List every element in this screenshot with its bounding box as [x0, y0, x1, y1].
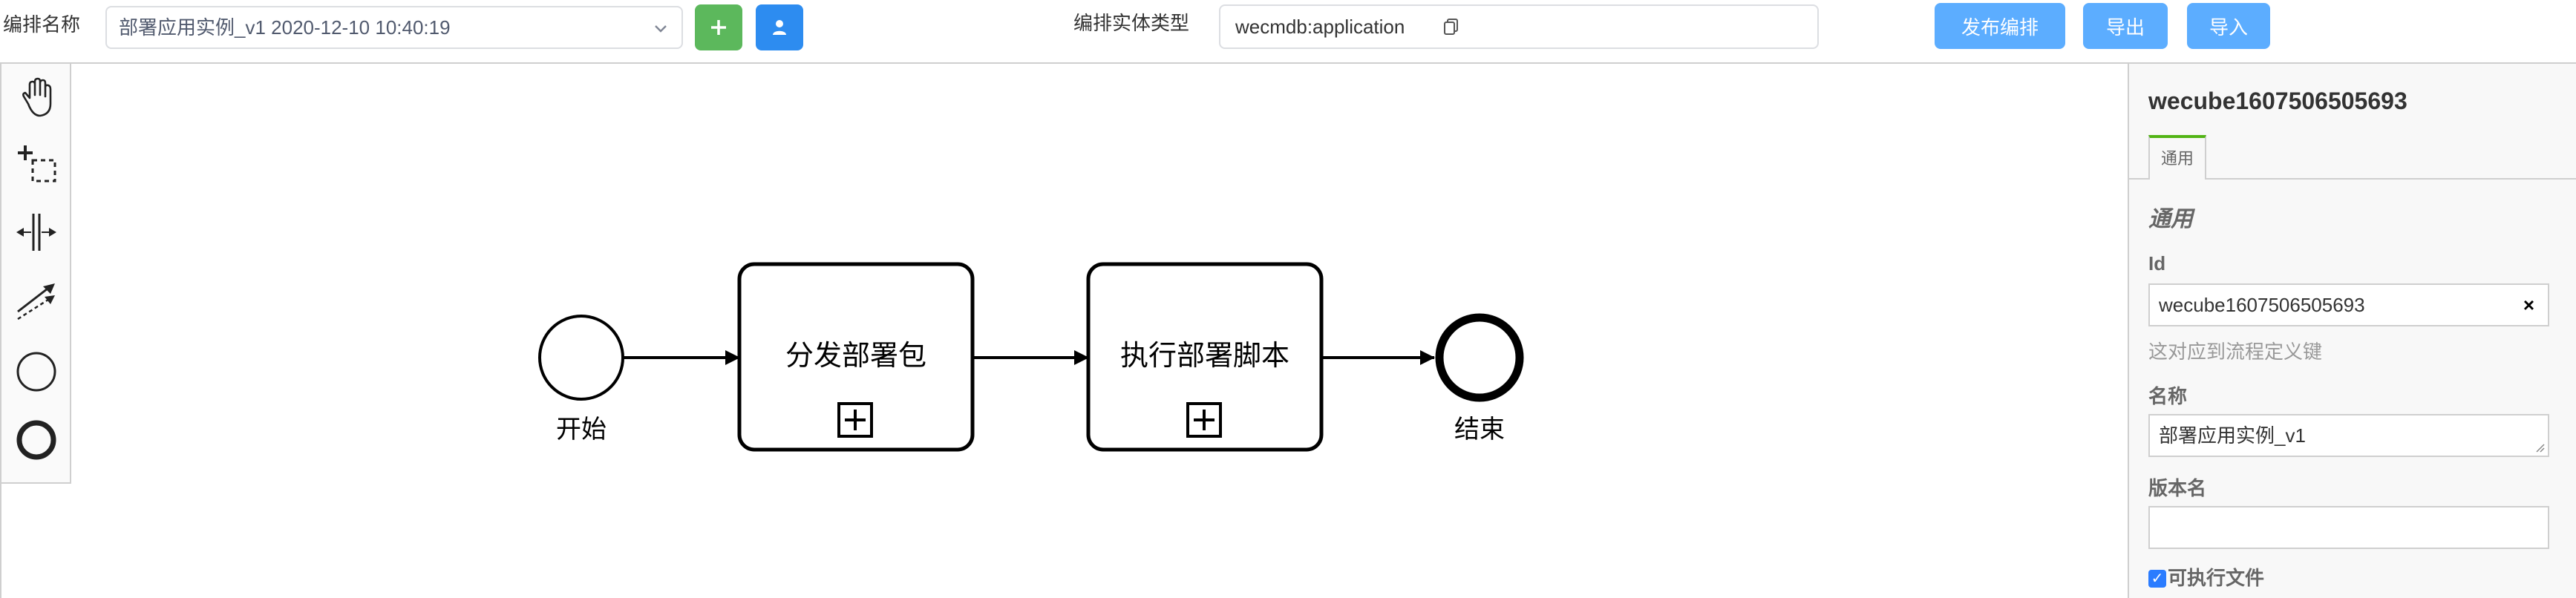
tab-general[interactable]: 通用 — [2148, 135, 2206, 180]
bpmn-diagram: 开始 分发部署包 执行部署脚本 结束 — [538, 262, 1524, 452]
id-input[interactable]: wecube1607506505693 × — [2148, 283, 2549, 326]
version-input[interactable] — [2148, 506, 2549, 549]
top-toolbar: 编排名称 部署应用实例_v1 2020-12-10 10:40:19 编排实体类… — [0, 0, 2576, 62]
start-event-icon[interactable] — [13, 349, 59, 395]
plus-icon — [711, 20, 726, 35]
name-input[interactable]: 部署应用实例_v1 — [2148, 414, 2549, 457]
import-button[interactable]: 导入 — [2187, 3, 2270, 49]
entity-type-field[interactable]: wecmdb:application — [1219, 4, 1819, 49]
start-event[interactable] — [538, 315, 624, 401]
hand-tool-icon[interactable] — [13, 74, 59, 120]
task-label: 执行部署脚本 — [1120, 339, 1289, 372]
version-label: 版本名 — [2148, 477, 2207, 499]
id-label: Id — [2148, 252, 2166, 275]
subprocess-task[interactable]: 执行部署脚本 — [1086, 262, 1324, 452]
resize-handle-icon[interactable] — [2534, 442, 2545, 453]
orch-name-label: 编排名称 — [3, 13, 81, 36]
end-event[interactable] — [1435, 313, 1524, 402]
add-orch-button[interactable] — [695, 4, 742, 50]
copy-icon[interactable] — [1443, 18, 1459, 36]
name-value: 部署应用实例_v1 — [2159, 424, 2306, 447]
expand-marker-icon[interactable] — [1186, 402, 1222, 438]
orch-name-value: 部署应用实例_v1 2020-12-10 10:40:19 — [119, 16, 451, 39]
id-hint: 这对应到流程定义键 — [2148, 341, 2323, 363]
publish-button[interactable]: 发布编排 — [1935, 3, 2065, 49]
entity-type-value: wecmdb:application — [1235, 16, 1405, 38]
chevron-down-icon — [655, 25, 667, 33]
tabs-divider — [2128, 178, 2576, 180]
executable-checkbox[interactable]: ✓ — [2148, 570, 2166, 588]
end-event-label: 结束 — [1454, 415, 1505, 444]
end-event-icon[interactable] — [13, 417, 59, 463]
name-label: 名称 — [2148, 385, 2188, 407]
section-title: 通用 — [2148, 207, 2193, 231]
entity-type-label: 编排实体类型 — [1073, 12, 1190, 34]
panel-title: wecube1607506505693 — [2148, 88, 2407, 114]
connect-tool-icon[interactable] — [13, 276, 59, 322]
clear-icon[interactable]: × — [2523, 294, 2534, 316]
diagram-canvas[interactable] — [0, 62, 2128, 598]
expand-marker-icon[interactable] — [837, 402, 873, 438]
subprocess-task[interactable]: 分发部署包 — [737, 262, 975, 452]
task-label: 分发部署包 — [785, 339, 926, 372]
executable-label: 可执行文件 — [2168, 567, 2265, 589]
user-icon — [773, 20, 786, 35]
tool-palette — [1, 64, 71, 484]
user-permission-button[interactable] — [756, 4, 803, 50]
orch-name-select[interactable]: 部署应用实例_v1 2020-12-10 10:40:19 — [105, 6, 683, 49]
id-value: wecube1607506505693 — [2159, 294, 2365, 316]
export-button[interactable]: 导出 — [2083, 3, 2168, 49]
space-tool-icon[interactable] — [13, 209, 59, 255]
start-event-label: 开始 — [556, 415, 607, 444]
lasso-tool-icon[interactable] — [13, 141, 59, 187]
